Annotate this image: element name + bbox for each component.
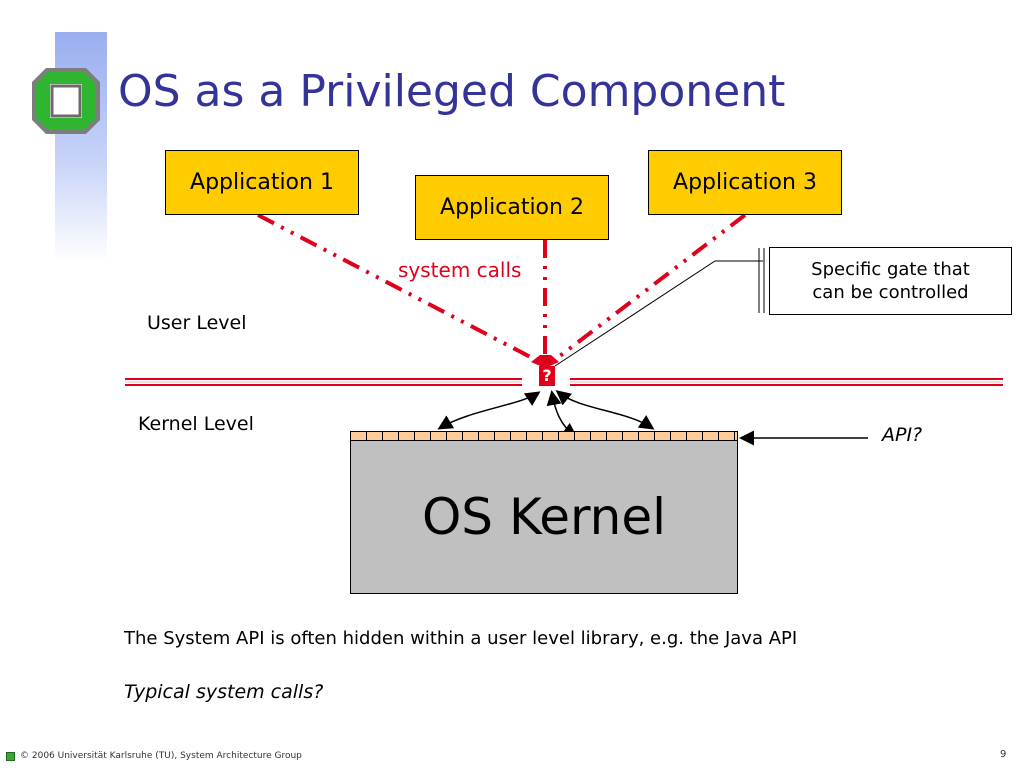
gate-question-mark: ? <box>539 366 555 386</box>
syscall-line-app3 <box>550 213 747 364</box>
os-kernel-box: OS Kernel <box>350 440 738 594</box>
user-level-label: User Level <box>147 312 247 334</box>
os-kernel-label: OS Kernel <box>421 488 667 546</box>
page-number: 9 <box>1000 749 1007 760</box>
gate-arrow-right <box>555 390 655 430</box>
application-2-box: Application 2 <box>415 175 609 240</box>
gate-callout-line-2: can be controlled <box>812 282 969 303</box>
gate-callout-leader <box>554 260 763 367</box>
application-1-box: Application 1 <box>165 150 359 215</box>
typical-syscalls-question: Typical system calls? <box>124 681 324 703</box>
slide-title: OS as a Privileged Component <box>118 66 786 117</box>
gate-top-icon <box>531 355 559 368</box>
footer-copyright: © 2006 Universität Karlsruhe (TU), Syste… <box>20 751 302 761</box>
footer-logo-icon <box>6 752 15 761</box>
api-label: API? <box>882 424 923 446</box>
application-3-box: Application 3 <box>648 150 842 215</box>
university-logo-icon <box>32 68 100 134</box>
kernel-level-label: Kernel Level <box>138 413 254 435</box>
gate-arrow-left <box>437 391 541 430</box>
user-kernel-boundary <box>125 378 1003 386</box>
system-calls-label: system calls <box>398 258 522 282</box>
gate-callout-box: Specific gate that can be controlled <box>769 247 1012 315</box>
syscall-line-app1 <box>257 213 541 364</box>
api-note-text: The System API is often hidden within a … <box>124 628 798 649</box>
gate-callout-line-1: Specific gate that <box>811 258 970 280</box>
